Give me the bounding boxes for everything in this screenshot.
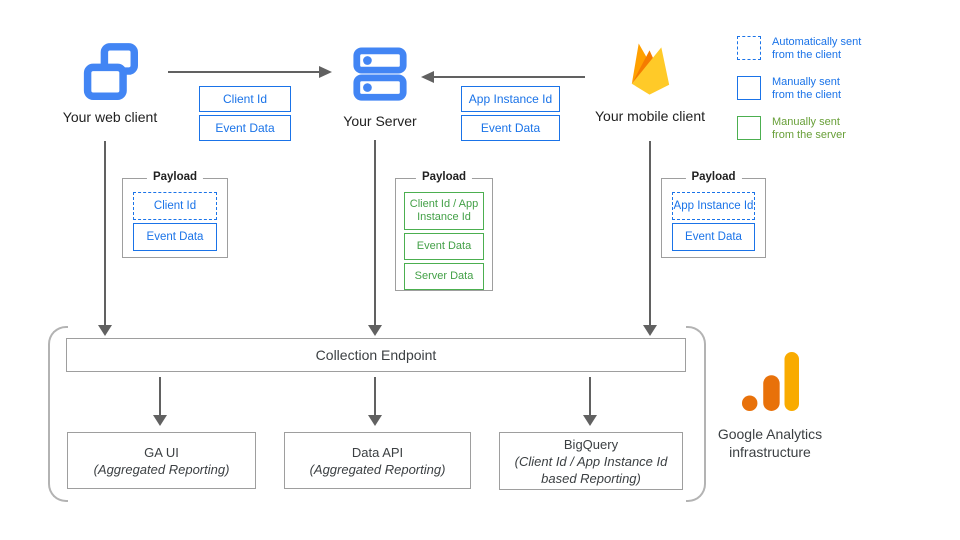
node-server: Your Server <box>330 46 430 129</box>
payload-web-title: Payload <box>146 171 204 183</box>
collection-endpoint-label: Collection Endpoint <box>315 347 437 363</box>
output-title: GA UI <box>144 444 179 460</box>
legend-swatch-solid-blue <box>737 76 761 100</box>
legend-swatch-dashed-blue <box>737 36 761 60</box>
flow-labels-mobile-to-server: App Instance Id Event Data <box>461 86 560 141</box>
output-title: Data API <box>351 444 404 460</box>
collection-endpoint-box: Collection Endpoint <box>66 338 686 372</box>
output-box-data-api: Data API (Aggregated Reporting) <box>284 432 471 489</box>
payload-server-title: Payload <box>415 171 473 183</box>
output-title: BigQuery <box>563 436 619 452</box>
payload-item-app-instance-id: App Instance Id <box>672 192 755 220</box>
arrow-endpoint-to-bigquery <box>583 377 597 426</box>
flow-box-client-id: Client Id <box>199 86 291 112</box>
legend-item-manual-server: Manually sent from the server <box>737 116 846 142</box>
group-bracket-right <box>686 326 706 502</box>
node-web-client: Your web client <box>55 40 165 125</box>
flow-labels-web-to-server: Client Id Event Data <box>199 86 291 141</box>
legend-label: Manually sent from the server <box>772 116 846 141</box>
payload-item-event-data: Event Data <box>133 223 217 251</box>
mobile-client-label: Your mobile client <box>595 108 705 124</box>
google-analytics-icon <box>741 350 799 417</box>
output-box-ga-ui: GA UI (Aggregated Reporting) <box>67 432 256 489</box>
ga-infrastructure: Google Analytics infrastructure <box>708 350 832 461</box>
arrow-server-to-endpoint <box>368 140 382 336</box>
payload-web: Payload Client Id Event Data <box>122 171 228 258</box>
payload-item-event-data: Event Data <box>672 223 755 251</box>
payload-server: Payload Client Id / App Instance Id Even… <box>395 171 493 291</box>
payload-item-client-or-app-id: Client Id / App Instance Id <box>404 192 484 230</box>
payload-mobile: Payload App Instance Id Event Data <box>661 171 766 258</box>
output-subtitle: (Aggregated Reporting) <box>309 461 446 477</box>
web-client-label: Your web client <box>62 109 158 125</box>
legend-label: Manually sent from the client <box>772 76 842 101</box>
arrow-web-to-endpoint <box>98 141 112 336</box>
node-mobile-client: Your mobile client <box>594 37 706 124</box>
arrow-endpoint-to-ga-ui <box>153 377 167 426</box>
arrow-mobile-to-endpoint <box>643 141 657 336</box>
server-label: Your Server <box>343 113 417 129</box>
payload-item-client-id: Client Id <box>133 192 217 220</box>
server-icon <box>351 46 409 109</box>
output-box-bigquery: BigQuery (Client Id / App Instance Id ba… <box>499 432 683 490</box>
arrow-web-to-server <box>168 66 332 78</box>
payload-item-event-data: Event Data <box>404 233 484 260</box>
output-subtitle: (Aggregated Reporting) <box>93 461 230 477</box>
legend-label: Automatically sent from the client <box>772 36 862 61</box>
web-client-icon <box>82 40 138 109</box>
ga-infrastructure-label: Google Analytics infrastructure <box>717 426 823 460</box>
flow-box-event-data: Event Data <box>461 115 560 141</box>
arrow-endpoint-to-data-api <box>368 377 382 426</box>
group-bracket-left <box>48 326 68 502</box>
output-subtitle: (Client Id / App Instance Id based Repor… <box>514 453 668 486</box>
legend-swatch-solid-green <box>737 116 761 140</box>
flow-box-app-instance-id: App Instance Id <box>461 86 560 112</box>
payload-item-server-data: Server Data <box>404 263 484 290</box>
payload-mobile-title: Payload <box>685 171 742 183</box>
legend-item-manual-client: Manually sent from the client <box>737 76 841 102</box>
arrow-mobile-to-server <box>421 71 585 83</box>
legend-item-automatic-client: Automatically sent from the client <box>737 36 861 62</box>
flow-box-event-data: Event Data <box>199 115 291 141</box>
firebase-icon <box>622 37 679 108</box>
